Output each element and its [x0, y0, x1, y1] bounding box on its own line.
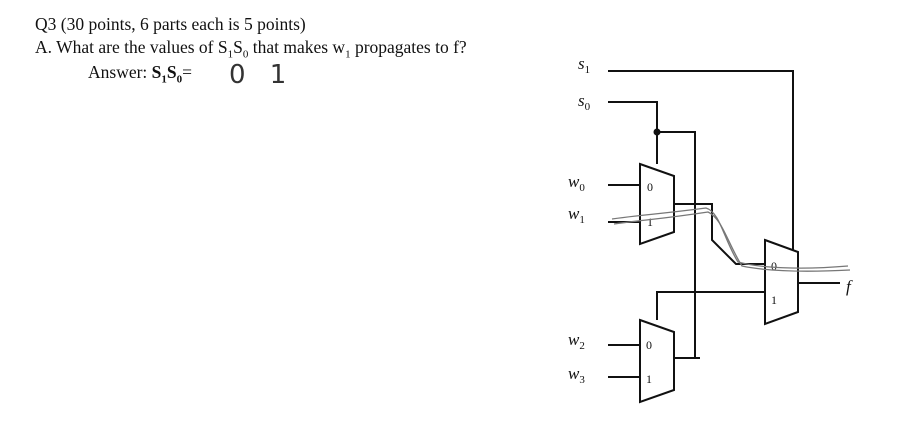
- mux-final: [764, 238, 799, 326]
- highlight-path-1: [611, 207, 849, 269]
- wire-mux-bottom-to-final: [656, 291, 765, 320]
- mux-top-in1: 1: [647, 215, 653, 229]
- mux-final-in1: 1: [771, 293, 777, 307]
- mux-bottom: [639, 318, 675, 404]
- label-f: f: [846, 277, 853, 296]
- wire-s1: [608, 70, 794, 258]
- answer-line: Answer: S1S0=: [88, 62, 193, 86]
- wire-s0: [608, 101, 658, 164]
- mux-final-in0: 0: [771, 259, 777, 273]
- mux-top-in0: 0: [647, 180, 653, 194]
- label-s1: s1: [578, 54, 590, 76]
- highlight-path-2: [613, 211, 851, 272]
- label-w3: w3: [568, 364, 585, 386]
- question-part-a: A. What are the values of S1S0 that make…: [35, 37, 467, 61]
- handwritten-answer: 0 1: [229, 60, 295, 90]
- mux-bottom-in0: 0: [646, 338, 652, 352]
- question-title: Q3 (30 points, 6 parts each is 5 points): [35, 14, 306, 34]
- label-w1: w1: [568, 204, 585, 226]
- wire-s0-branch: [656, 131, 696, 359]
- label-w2: w2: [568, 330, 585, 352]
- junction-dot: [653, 128, 661, 136]
- label-w0: w0: [568, 172, 585, 194]
- mux-top: [639, 162, 675, 246]
- wire-mux-top-out: [674, 203, 765, 265]
- mux-bottom-in1: 1: [646, 372, 652, 386]
- label-s0: s0: [578, 91, 591, 113]
